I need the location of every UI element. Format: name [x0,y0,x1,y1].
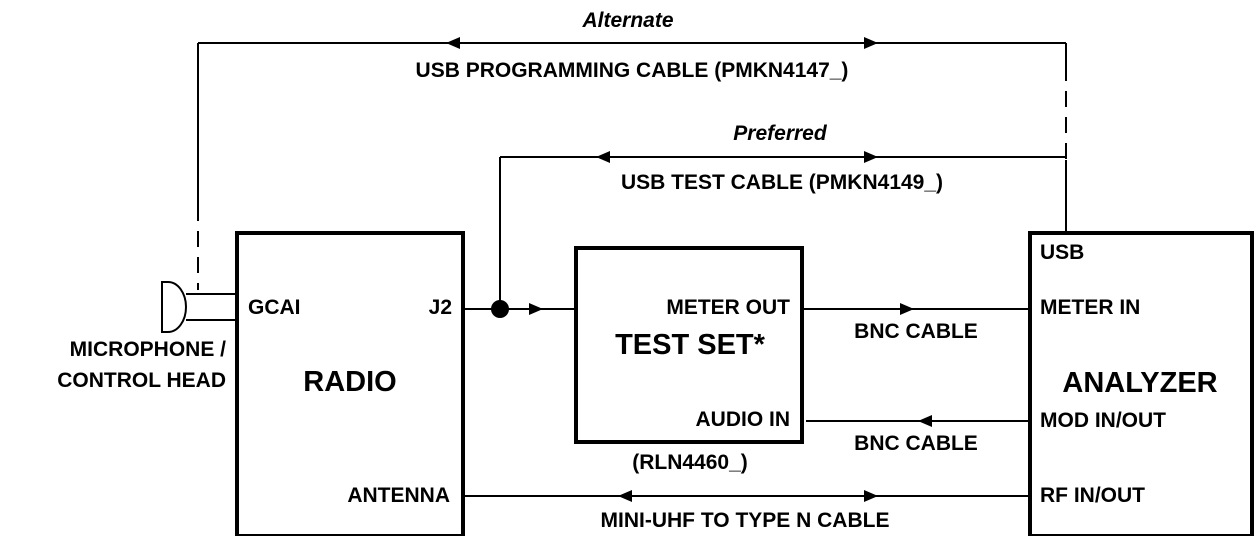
microphone-icon [161,281,238,333]
arrow-left-icon [446,37,460,49]
usb-test-cable [499,151,1067,309]
analyzer-box [1028,231,1254,536]
arrow-right-icon [900,303,914,315]
analyzer-port-usb: USB [1040,241,1084,264]
meter-bnc-cable [802,303,1030,315]
analyzer-title: ANALYZER [1062,367,1217,399]
usb-programming-cable-label: USB PROGRAMMING CABLE (PMKN4147_) [416,59,849,82]
test-set-title: TEST SET* [615,329,766,361]
radio-box [235,231,465,536]
test-set-part-number: (RLN4460_) [632,451,748,474]
usb-test-cable-label: USB TEST CABLE (PMKN4149_) [621,171,943,194]
audio-bnc-cable-label: BNC CABLE [854,432,978,455]
rf-cable-label: MINI-UHF TO TYPE N CABLE [601,509,890,532]
test-set-port-audio-in: AUDIO IN [696,408,791,431]
rf-cable [463,490,1030,502]
usb-programming-cable [197,37,1067,290]
radio-port-gcai: GCAI [248,296,301,319]
arrow-right-icon [529,303,543,315]
microphone-label-line2: CONTROL HEAD [57,369,226,392]
arrow-left-icon [618,490,632,502]
arrow-left-icon [918,415,932,427]
microphone-label-line1: MICROPHONE / [70,338,227,361]
arrow-right-icon [864,151,878,163]
analyzer-port-rf: RF IN/OUT [1040,484,1145,507]
arrow-right-icon [864,37,878,49]
alternate-tag: Alternate [581,9,673,32]
radio-title: RADIO [303,366,396,398]
radio-port-antenna: ANTENNA [347,484,450,507]
j2-connection [463,300,576,318]
analyzer-port-meter-in: METER IN [1040,296,1140,319]
radio-port-j2: J2 [429,296,452,319]
junction-dot-icon [491,300,509,318]
preferred-tag: Preferred [733,122,828,145]
test-set-port-meter-out: METER OUT [666,296,790,319]
audio-bnc-cable [806,415,1030,427]
arrow-left-icon [596,151,610,163]
arrow-right-icon [864,490,878,502]
meter-bnc-cable-label: BNC CABLE [854,320,978,343]
test-set-box [574,246,804,444]
analyzer-port-mod: MOD IN/OUT [1040,409,1166,432]
